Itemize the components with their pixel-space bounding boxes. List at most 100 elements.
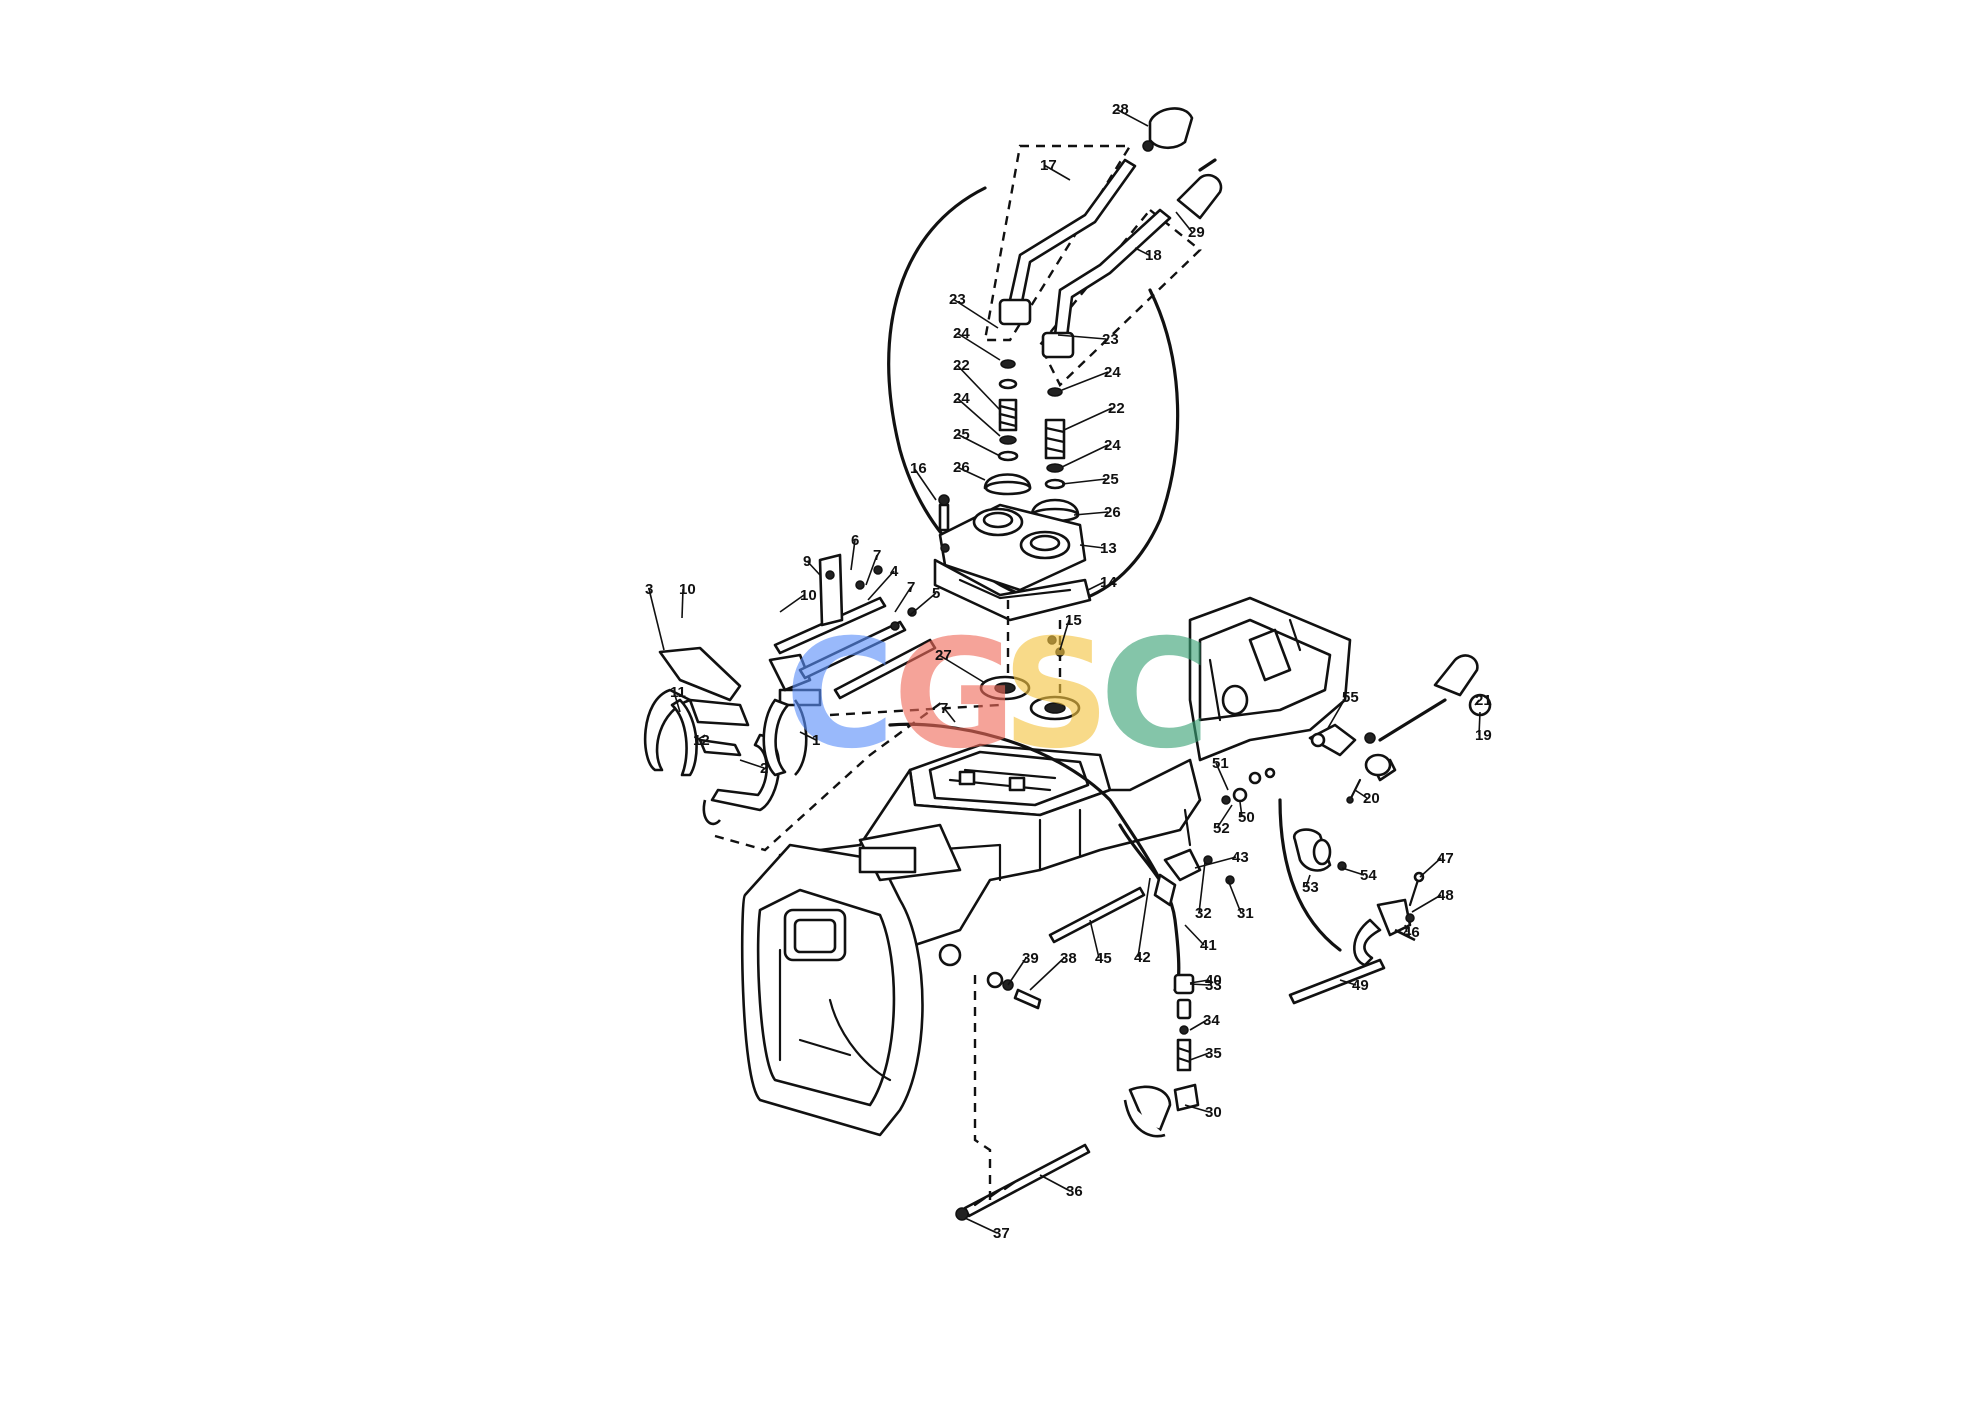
callout-leader-12 [696,734,706,741]
right-spring-stack [1030,387,1080,523]
callout-leader-10 [779,594,805,613]
callout-leader-25 [956,433,1001,457]
callout-leader-30 [1184,1104,1210,1113]
callout-leader-43 [1194,856,1237,869]
part-label-16: 16 [910,460,927,477]
callout-leader-53 [1305,874,1311,888]
part-label-5: 5 [932,585,940,602]
callout-leader-55 [1327,696,1347,729]
cgsc-watermark: C G S C [785,608,1210,782]
callout-leader-5 [909,592,937,616]
part-label-7: 7 [907,579,915,596]
callout-leader-13 [1079,544,1105,549]
callout-leader-33 [1189,983,1210,986]
part-label-23: 23 [949,291,966,308]
callout-leader-32 [1198,861,1206,914]
part-label-30: 30 [1205,1104,1222,1121]
part-label-17: 17 [1040,157,1057,174]
left-spring-stack [983,359,1032,496]
callout-leader-14 [1087,581,1105,591]
callout-leader-23 [1057,334,1107,340]
part-label-7: 7 [873,547,881,564]
callout-leader-3 [648,588,665,651]
callout-leader-39 [1007,957,1027,986]
part-label-48: 48 [1437,887,1454,904]
callout-leader-31 [1227,879,1242,914]
part-label-38: 38 [1060,950,1077,967]
callout-leader-18 [1134,247,1150,256]
part-label-24: 24 [1104,437,1121,454]
part-label-26: 26 [953,459,970,476]
part-label-7: 7 [940,700,948,717]
part-label-22: 22 [953,357,970,374]
part-label-55: 55 [1342,689,1359,706]
part-label-15: 15 [1065,612,1082,629]
callout-leader-23 [952,298,999,329]
callout-leader-35 [1189,1052,1210,1061]
callout-leader-34 [1189,1019,1208,1031]
callout-leader-45 [1089,919,1100,959]
part-label-26: 26 [1104,504,1121,521]
part-label-27: 27 [935,647,952,664]
part-label-4: 4 [890,563,899,580]
callout-leader-7 [865,554,878,586]
callout-leader-24 [956,332,1001,361]
part-label-14: 14 [1100,574,1117,591]
part-label-28: 28 [1112,101,1129,118]
callout-leader-11 [673,691,681,713]
callout-leader-28 [1115,108,1149,127]
transmission-housing [740,596,1352,1137]
lower-shift-parts [955,808,1235,1221]
callout-leader-49 [1339,979,1357,986]
callout-leader-26 [1073,511,1109,516]
watermark-letter-s: S [1002,608,1110,782]
callout-leader-24 [956,397,1001,437]
part-label-42: 42 [1134,949,1151,966]
callout-leader-19 [1478,711,1481,736]
part-label-2: 2 [760,760,768,777]
callout-leader-47 [1419,857,1442,878]
callout-leader-29 [1175,211,1193,233]
watermark-letter-c1: C [785,608,895,782]
callout-leader-9 [806,560,821,576]
callout-leader-20 [1354,789,1368,799]
callout-leader-22 [1063,407,1113,431]
callout-leader-7 [943,707,956,723]
part-label-22: 22 [1108,400,1125,417]
part-label-20: 20 [1363,790,1380,807]
part-label-24: 24 [953,325,970,342]
callout-leader-41 [1184,924,1205,946]
callout-leader-37 [964,1217,998,1234]
part-label-33: 33 [1205,977,1222,994]
part-label-12: 12 [693,732,710,749]
part-label-36: 36 [1066,1183,1083,1200]
part-label-43: 43 [1232,849,1249,866]
callout-leader-22 [956,364,1001,411]
part-label-41: 41 [1200,937,1217,954]
left-shift-forks [643,553,1001,852]
part-label-46: 46 [1403,924,1420,941]
part-label-25: 25 [1102,471,1119,488]
part-label-10: 10 [679,581,696,598]
watermark-letter-g: G [893,608,1016,782]
callout-leader-21 [1474,699,1480,706]
callout-leader-50 [1239,801,1243,818]
part-label-49: 49 [1352,977,1369,994]
callout-leader-48 [1411,894,1442,913]
part-label-35: 35 [1205,1045,1222,1062]
callout-leader-16 [913,467,937,501]
callout-leader-42 [1137,877,1151,958]
part-label-31: 31 [1237,905,1254,922]
callout-leader-24 [1061,444,1109,468]
part-label-24: 24 [1104,364,1121,381]
part-label-23: 23 [1102,331,1119,348]
part-label-9: 9 [803,553,811,570]
part-label-52: 52 [1213,820,1230,837]
part-label-54: 54 [1360,867,1377,884]
part-label-37: 37 [993,1225,1010,1242]
watermark-letter-c2: C [1100,608,1210,782]
part-label-53: 53 [1302,879,1319,896]
part-label-3: 3 [645,581,653,598]
